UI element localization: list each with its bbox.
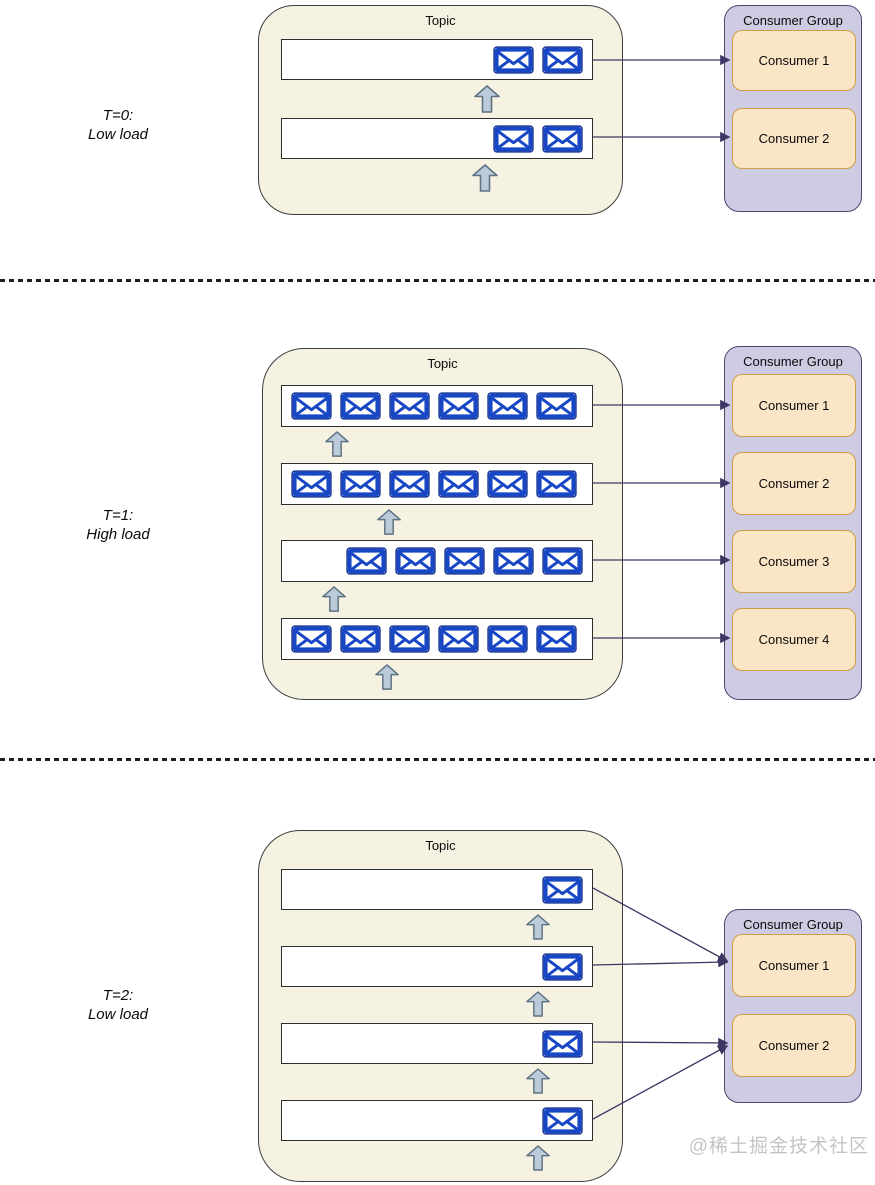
envelope-icon <box>395 547 436 575</box>
partition <box>281 385 593 427</box>
envelope-icon <box>493 547 534 575</box>
load-value: Low load <box>87 1006 149 1023</box>
partition-list <box>263 349 622 699</box>
envelope-icon <box>487 625 528 653</box>
envelope-icon <box>536 470 577 498</box>
topic-title: Topic <box>425 838 456 853</box>
partition <box>281 946 593 987</box>
envelope-icon <box>536 625 577 653</box>
time-label-t1: T=1: High load <box>33 506 203 544</box>
envelope-icon <box>536 392 577 420</box>
arrow-up-icon <box>472 164 498 192</box>
partition <box>281 618 593 660</box>
envelope-icon <box>487 470 528 498</box>
arrow-up-icon <box>321 586 347 612</box>
consumer-box: Consumer 4 <box>732 608 856 671</box>
envelope-icon <box>542 547 583 575</box>
load-value: High load <box>86 526 150 543</box>
envelope-icon <box>438 392 479 420</box>
envelope-icon <box>291 470 332 498</box>
partition <box>281 463 593 505</box>
envelope-icon <box>542 952 583 981</box>
arrow-up-icon <box>526 1068 550 1094</box>
topic-box-t2: Topic <box>258 830 623 1182</box>
consumer-group-t2: Consumer Group Consumer 1 Consumer 2 <box>724 909 862 1103</box>
time-label-t2: T=2: Low load <box>33 986 203 1024</box>
envelope-icon <box>389 470 430 498</box>
envelope-icon <box>542 1029 583 1058</box>
envelope-icon <box>340 625 381 653</box>
consumer-list: Consumer 1 Consumer 2 Consumer 3 Consumer 4 <box>725 347 861 699</box>
topic-title: Topic <box>425 13 456 28</box>
partition <box>281 869 593 910</box>
envelope-icon <box>542 124 583 153</box>
section-divider <box>0 279 875 282</box>
arrow-up-icon <box>526 1145 550 1171</box>
partition <box>281 39 593 80</box>
envelope-icon <box>493 124 534 153</box>
consumer-group-title: Consumer Group <box>743 354 843 369</box>
envelope-icon <box>438 470 479 498</box>
time-value: T=0: <box>102 107 134 124</box>
arrow-up-icon <box>376 509 402 535</box>
section-divider <box>0 758 875 761</box>
envelope-icon <box>493 45 534 74</box>
partition <box>281 1100 593 1141</box>
envelope-icon <box>542 1106 583 1135</box>
arrow-up-icon <box>374 664 400 690</box>
consumer-box: Consumer 1 <box>732 30 856 91</box>
load-value: Low load <box>87 126 149 143</box>
topic-box-t0: Topic <box>258 5 623 215</box>
arrow-up-icon <box>474 85 500 113</box>
envelope-icon <box>438 625 479 653</box>
arrow-up-icon <box>526 914 550 940</box>
topic-box-t1: Topic <box>262 348 623 700</box>
consumer-box: Consumer 2 <box>732 1014 856 1077</box>
envelope-icon <box>291 392 332 420</box>
consumer-box: Consumer 2 <box>732 108 856 169</box>
envelope-icon <box>340 470 381 498</box>
consumer-group-t0: Consumer Group Consumer 1 Consumer 2 <box>724 5 862 212</box>
envelope-icon <box>487 392 528 420</box>
consumer-box: Consumer 3 <box>732 530 856 593</box>
time-value: T=1: <box>102 507 134 524</box>
consumer-list: Consumer 1 Consumer 2 <box>725 910 861 1102</box>
envelope-icon <box>346 547 387 575</box>
consumer-group-title: Consumer Group <box>743 13 843 28</box>
watermark: @稀土掘金技术社区 <box>688 1136 869 1157</box>
partition <box>281 540 593 582</box>
envelope-icon <box>444 547 485 575</box>
envelope-icon <box>389 392 430 420</box>
arrow-up-icon <box>324 431 350 457</box>
time-value: T=2: <box>102 987 134 1004</box>
partition <box>281 118 593 159</box>
partition-list <box>259 831 622 1181</box>
partition-list <box>259 6 622 214</box>
envelope-icon <box>389 625 430 653</box>
envelope-icon <box>542 45 583 74</box>
partition <box>281 1023 593 1064</box>
consumer-box: Consumer 1 <box>732 374 856 437</box>
consumer-list: Consumer 1 Consumer 2 <box>725 6 861 211</box>
arrow-up-icon <box>526 991 550 1017</box>
topic-title: Topic <box>427 356 458 371</box>
time-label-t0: T=0: Low load <box>33 106 203 144</box>
envelope-icon <box>340 392 381 420</box>
consumer-box: Consumer 1 <box>732 934 856 997</box>
envelope-icon <box>542 875 583 904</box>
envelope-icon <box>291 625 332 653</box>
consumer-box: Consumer 2 <box>732 452 856 515</box>
consumer-group-title: Consumer Group <box>743 917 843 932</box>
